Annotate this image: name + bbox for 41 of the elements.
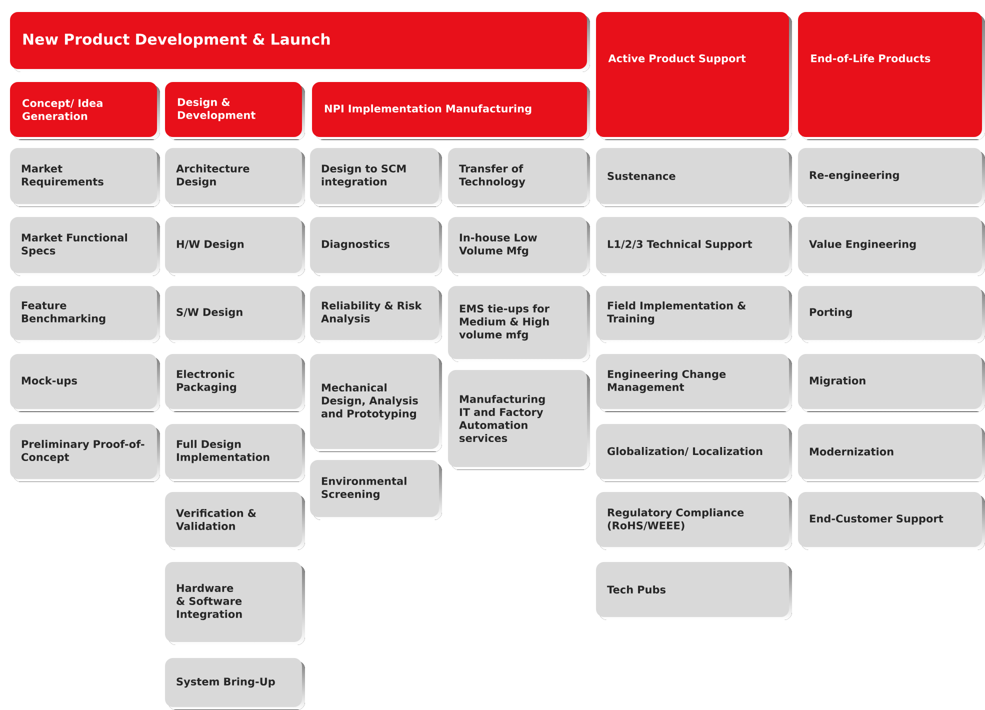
service-box: Regulatory Compliance (RoHS/WEEE) <box>596 492 792 550</box>
service-box: Architecture Design <box>165 148 305 207</box>
service-box: Value Engineering <box>798 217 985 276</box>
service-box: Design to SCM integration <box>310 148 442 207</box>
category-header: Concept/ Idea Generation <box>10 82 160 140</box>
service-box: Environmental Screening <box>310 460 442 520</box>
service-box: Market Requirements <box>10 148 160 207</box>
service-box: Feature Benchmarking <box>10 286 160 343</box>
service-box: Reliability & Risk Analysis <box>310 286 442 343</box>
category-header: NPI Implementation Manufacturing <box>312 82 590 140</box>
service-box: Migration <box>798 354 985 412</box>
service-box: Mechanical Design, Analysis and Prototyping <box>310 354 442 452</box>
service-box: H/W Design <box>165 217 305 276</box>
service-box: S/W Design <box>165 286 305 343</box>
category-header: End-of-Life Products <box>798 12 985 140</box>
service-box: Full Design Implementation <box>165 424 305 482</box>
service-box: Tech Pubs <box>596 562 792 620</box>
service-box: Re-engineering <box>798 148 985 207</box>
service-box: In-house Low Volume Mfg <box>448 217 590 276</box>
service-box: Verification & Validation <box>165 492 305 550</box>
service-box: L1/2/3 Technical Support <box>596 217 792 276</box>
service-box: Electronic Packaging <box>165 354 305 412</box>
section-banner: New Product Development & Launch <box>10 12 590 72</box>
service-box: EMS tie-ups for Medium & High volume mfg <box>448 286 590 362</box>
service-box: Modernization <box>798 424 985 482</box>
category-header: Design & Development <box>165 82 305 140</box>
service-box: Engineering Change Management <box>596 354 792 412</box>
service-box: Mock-ups <box>10 354 160 412</box>
service-box: Sustenance <box>596 148 792 207</box>
service-box: Manufacturing IT and Factory Automation services <box>448 370 590 470</box>
service-box: Field Implementation & Training <box>596 286 792 343</box>
service-box: Transfer of Technology <box>448 148 590 207</box>
service-box: Preliminary Proof-of-Concept <box>10 424 160 482</box>
category-header: Active Product Support <box>596 12 792 140</box>
service-box: Hardware & Software Integration <box>165 562 305 645</box>
service-box: Porting <box>798 286 985 343</box>
service-box: End-Customer Support <box>798 492 985 550</box>
service-box: System Bring-Up <box>165 658 305 710</box>
service-box: Diagnostics <box>310 217 442 276</box>
service-box: Market Functional Specs <box>10 217 160 276</box>
service-box: Globalization/ Localization <box>596 424 792 482</box>
